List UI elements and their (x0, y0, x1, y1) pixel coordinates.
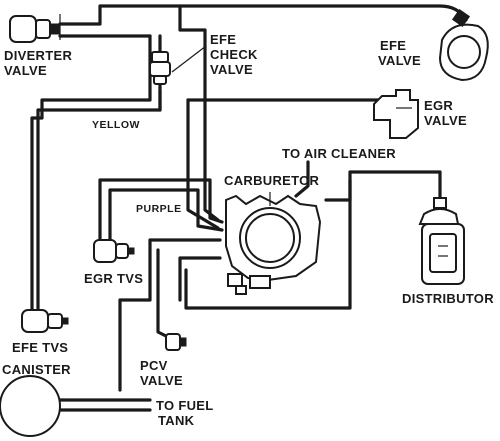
label-egr-valve-line1: EGR (424, 98, 453, 113)
hose-purple-egr-tvs-2 (108, 188, 224, 242)
label-efe-check-valve-line3: VALVE (210, 62, 253, 77)
canister (0, 375, 61, 437)
label-to-fuel-tank-line2: TANK (158, 413, 195, 428)
egr-tvs (93, 239, 135, 263)
hose-canister (118, 238, 222, 392)
hose-diverter-to-efe-valve (58, 4, 468, 26)
hose-top-to-carb-2 (186, 98, 220, 230)
carburetor (225, 192, 322, 295)
efe-tvs (21, 309, 69, 333)
diverter-valve (9, 14, 61, 43)
vacuum-hoses (26, 4, 468, 412)
label-efe-tvs: EFE TVS (12, 340, 68, 355)
label-to-air-cleaner: TO AIR CLEANER (282, 146, 396, 161)
label-distributor: DISTRIBUTOR (402, 291, 494, 306)
label-diverter-valve-line2: VALVE (4, 63, 47, 78)
hose-to-air-cleaner (294, 160, 310, 198)
label-carburetor: CARBURETOR (224, 173, 320, 188)
label-efe-check-valve-line2: CHECK (210, 47, 258, 62)
efe-valve (438, 8, 489, 82)
label-efe-valve-line1: EFE (380, 38, 406, 53)
label-efe-valve-line2: VALVE (378, 53, 421, 68)
hose-purple-egr-tvs (98, 178, 224, 242)
egr-valve (373, 89, 419, 139)
distributor (418, 197, 465, 285)
label-hose-yellow: YELLOW (92, 119, 140, 131)
efe-check-valve (149, 45, 207, 85)
label-egr-tvs: EGR TVS (84, 271, 143, 286)
hose-distributor (324, 170, 442, 202)
label-diverter-valve-line1: DIVERTER (4, 48, 72, 63)
label-efe-check-valve-line1: EFE (210, 32, 236, 47)
label-egr-valve-line2: VALVE (424, 113, 467, 128)
label-hose-purple: PURPLE (136, 203, 182, 215)
pcv-valve (165, 333, 187, 351)
labels: DIVERTER VALVE EFE CHECK VALVE EFE VALVE… (2, 32, 494, 428)
label-pcv-valve-line1: PCV (140, 358, 168, 373)
label-canister: CANISTER (2, 362, 71, 377)
hose-pcv (156, 248, 172, 340)
hose-canister-2 (178, 256, 222, 302)
label-pcv-valve-line2: VALVE (140, 373, 183, 388)
label-to-fuel-tank-line1: TO FUEL (156, 398, 213, 413)
hose-carb-right (184, 178, 352, 310)
